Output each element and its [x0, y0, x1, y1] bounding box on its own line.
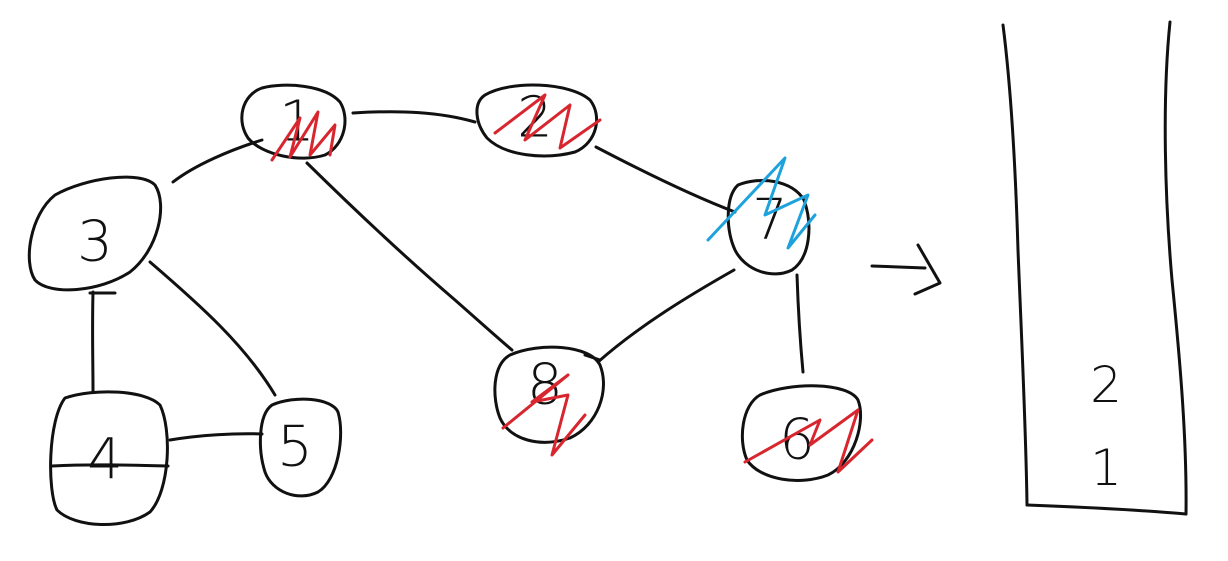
stack-item-top: 2: [1090, 356, 1122, 414]
node-6: 6: [740, 384, 874, 482]
node-5-label: 5: [277, 415, 313, 480]
edge-3-5: [148, 260, 277, 397]
arrow-head: [913, 243, 942, 296]
edge-1-8: [305, 161, 514, 352]
node-2: 2: [475, 83, 602, 158]
node-2-visited-scribble: [493, 93, 602, 150]
edge-2-7: [594, 145, 737, 214]
node-3-label: 3: [77, 210, 113, 275]
node-1-visited-scribble: [270, 110, 337, 162]
node-8: 8: [493, 345, 605, 457]
node-7: 7: [706, 156, 817, 276]
node-5-outline: [258, 397, 343, 498]
node-4-label: 4: [87, 428, 123, 493]
arrow-icon: [870, 243, 942, 296]
node-8-visited-scribble: [501, 373, 587, 457]
node-4-outline: [49, 390, 169, 527]
edge-1-3: [171, 138, 264, 184]
edge-4-5: [168, 432, 264, 442]
node-3: 3: [27, 175, 163, 292]
stack-item-bottom: 1: [1090, 439, 1122, 497]
arrow-shaft: [870, 264, 927, 270]
node-7-outline: [726, 178, 811, 276]
stack-bottom: [1025, 503, 1188, 516]
stack-right-wall: [1163, 20, 1188, 516]
node-8-outline: [493, 345, 605, 444]
edges: [88, 110, 805, 442]
node-4-divider: [50, 463, 170, 468]
stack-container: 2 1: [1001, 20, 1188, 516]
edge-7-6: [795, 273, 805, 374]
edge-7-8: [596, 268, 736, 364]
node-6-outline: [740, 384, 863, 482]
node-4: 4: [49, 390, 170, 527]
node-5: 5: [258, 397, 343, 498]
node-1: 1: [240, 83, 347, 162]
node-2-outline: [475, 83, 599, 158]
stack-left-wall: [1001, 23, 1029, 507]
node-1-outline: [240, 83, 347, 160]
edge-1-2: [351, 110, 477, 124]
node-6-visited-scribble: [743, 408, 874, 474]
node-3-outline: [27, 175, 163, 292]
node-7-current-scribble: [706, 156, 817, 250]
